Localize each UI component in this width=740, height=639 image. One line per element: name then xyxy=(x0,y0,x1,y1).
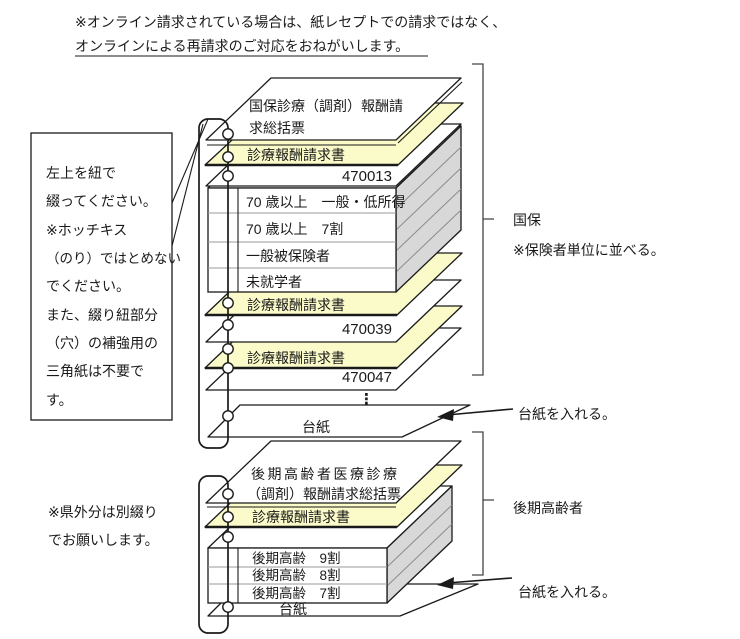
punch-hole xyxy=(222,343,234,355)
mount-sheet-kouki-label: 台紙 xyxy=(279,601,307,617)
invoice-sheet-1-label: 診療報酬請求書 xyxy=(247,147,345,163)
row-kouki-7wari: 後期高齢 7割 xyxy=(252,585,341,601)
punch-hole xyxy=(222,488,234,500)
top-note: ※オンライン請求されている場合は、紙レセプトでの請求ではなく、 オンラインによる… xyxy=(75,14,506,57)
punch-hole xyxy=(222,531,234,543)
binding-line-8: 三角紙は不要で xyxy=(46,363,144,379)
right-annotations: 国保 ※保険者単位に並べる。 台紙を入れる。 後期高齢者 台紙を入れる。 xyxy=(437,63,665,600)
summary-sheet-kouki-line2: （調剤）報酬請求総括票 xyxy=(247,486,401,502)
mount-sheet-kokuho-label: 台紙 xyxy=(302,419,330,435)
arrow-insert-mount-1 xyxy=(446,408,514,416)
binding-instruction-box: 左上を紐で 綴ってください。 ※ホッチキス （のり）ではとめない でください。 … xyxy=(30,118,209,421)
arrowhead-icon xyxy=(437,577,454,589)
group-label-kokuho: 国保 xyxy=(513,212,541,228)
bracket-kokuho xyxy=(472,63,494,376)
row-kouki-9wari: 後期高齢 9割 xyxy=(252,550,341,566)
string-loop-bottom xyxy=(198,475,229,634)
punch-hole xyxy=(222,151,234,163)
binding-line-9: す。 xyxy=(46,392,73,408)
group-label-kouki: 後期高齢者 xyxy=(513,500,583,516)
binding-line-3: ※ホッチキス xyxy=(46,222,127,238)
payer-code-470047: 470047 xyxy=(342,369,392,386)
invoice-sheet-3-label: 診療報酬請求書 xyxy=(247,350,345,366)
binding-line-4: （のり）ではとめない xyxy=(46,251,181,266)
punch-hole xyxy=(222,128,234,140)
punch-hole xyxy=(222,170,234,182)
summary-sheet-kokuho xyxy=(205,77,462,141)
hatch-line xyxy=(386,523,453,587)
bottom-left-note: ※県外分は別綴り でお願いします。 xyxy=(48,504,159,548)
hatch-line xyxy=(386,504,453,568)
group-note-kokuho: ※保険者単位に並べる。 xyxy=(513,242,665,258)
hatch-line xyxy=(395,188,462,252)
summary-sheet-kouki-line1: 後期高齢者医療診療 xyxy=(251,466,400,482)
punch-hole xyxy=(222,362,234,374)
arrowhead-icon xyxy=(437,409,454,421)
summary-sheet-kouki xyxy=(205,440,462,504)
top-note-line2: オンラインによる再請求のご対応をおねがいします。 xyxy=(75,38,409,54)
row-70-general-low: 70 歳以上 一般・低所得 xyxy=(246,194,405,210)
bracket-kouki xyxy=(472,431,494,576)
row-70-7wari: 70 歳以上 7割 xyxy=(246,221,343,237)
punch-hole xyxy=(222,410,234,422)
binding-line-1: 左上を紐で xyxy=(46,165,116,181)
hatch-line xyxy=(395,146,462,210)
binding-line-2: 綴ってください。 xyxy=(46,193,157,209)
bottom-left-note-line1: ※県外分は別綴り xyxy=(48,504,158,520)
summary-sheet-thickness-right xyxy=(397,81,463,144)
punch-hole xyxy=(222,297,234,309)
summary-sheet-kokuho-line2: 求総括票 xyxy=(249,120,305,136)
callout-line-2 xyxy=(171,123,204,247)
binding-line-6: また、綴り紐部分 xyxy=(46,307,158,323)
bottom-left-note-line2: でお願いします。 xyxy=(48,532,159,548)
row-kouki-8wari: 後期高齢 8割 xyxy=(252,567,341,583)
stack-kokuho: 台紙 ⋮ 470047 診療報酬請求書 470039 診療報酬請求書 xyxy=(198,77,471,449)
arrow-insert-mount-2 xyxy=(446,577,513,584)
binding-instruction-frame xyxy=(30,132,173,421)
punch-hole xyxy=(222,601,234,613)
summary-sheet-kokuho-line1: 国保診療（調剤）報酬請 xyxy=(249,98,403,114)
hatch-line xyxy=(395,209,462,273)
top-note-line1: ※オンライン請求されている場合は、紙レセプトでの請求ではなく、 xyxy=(75,14,506,30)
punch-hole xyxy=(222,319,234,331)
punch-hole xyxy=(222,511,234,523)
invoice-sheet-2-label: 診療報酬請求書 xyxy=(247,297,345,313)
insert-mount-label-1: 台紙を入れる。 xyxy=(518,406,616,422)
hatch-line xyxy=(395,167,462,231)
payer-code-470013: 470013 xyxy=(342,168,392,185)
receipt-block-front-face xyxy=(207,187,397,293)
binding-line-5: でください。 xyxy=(46,278,130,294)
string-loop-top xyxy=(198,118,229,449)
stack-kouki: 後期高齢 9割 後期高齢 8割 後期高齢 7割 台紙 診療報酬請求書 後期高齢者… xyxy=(198,440,479,634)
binding-line-7: （穴）の補強用の xyxy=(46,335,158,351)
row-preschool: 未就学者 xyxy=(246,274,302,290)
stack-ellipsis: ⋮ xyxy=(359,391,374,408)
invoice-sheet-kouki-label: 診療報酬請求書 xyxy=(252,509,350,525)
callout-line-1 xyxy=(171,118,209,204)
insert-mount-label-2: 台紙を入れる。 xyxy=(518,584,616,600)
row-general-insured: 一般被保険者 xyxy=(246,248,330,264)
payer-code-470039: 470039 xyxy=(342,321,392,338)
